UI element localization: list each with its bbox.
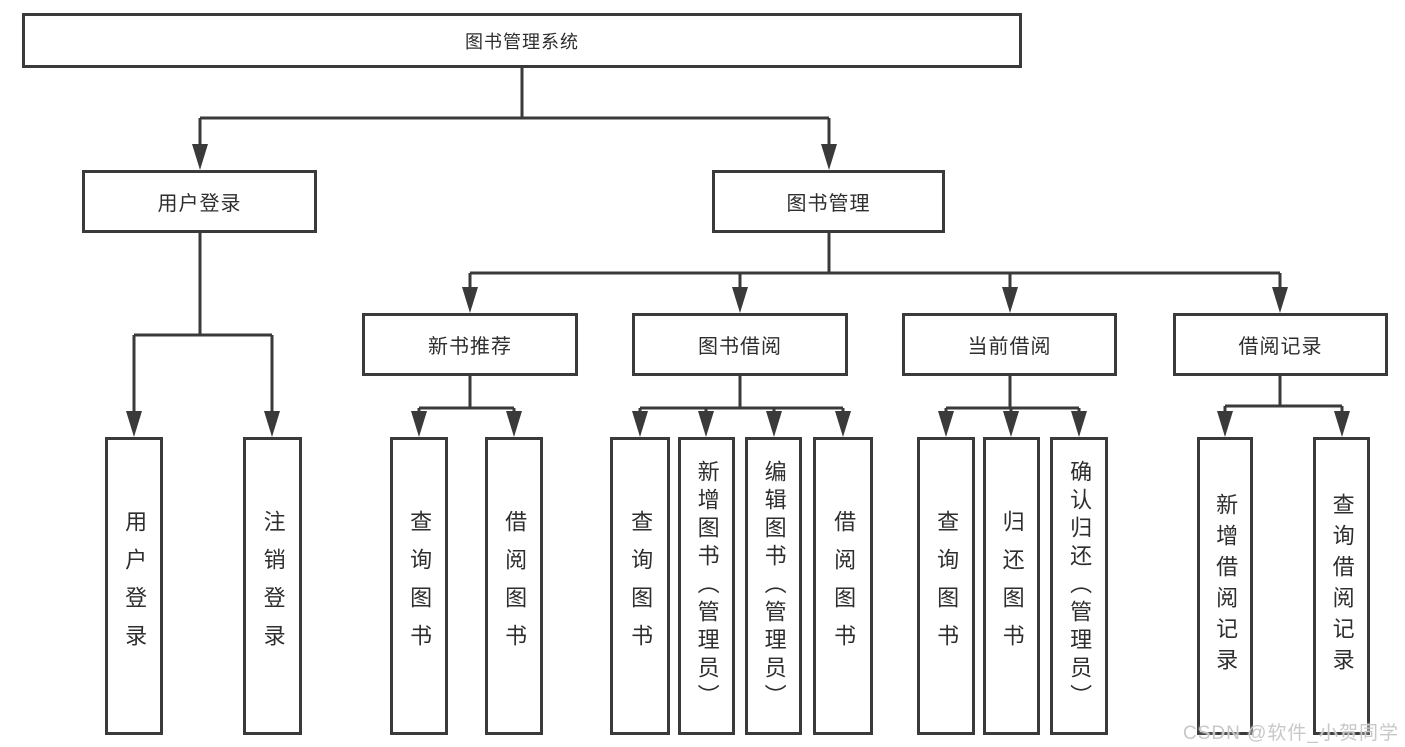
node-user-login-leaf-label: 用户登录 bbox=[122, 510, 148, 662]
node-confirm-return-admin: 确认归还（管理员） bbox=[1050, 437, 1108, 735]
node-edit-book-admin: 编辑图书（管理员） bbox=[745, 437, 802, 735]
node-add-borrow-record: 新增借阅记录 bbox=[1197, 437, 1253, 735]
node-query-books-current: 查询图书 bbox=[917, 437, 975, 735]
node-query-borrow-record: 查询借阅记录 bbox=[1313, 437, 1370, 735]
node-add-borrow-record-label: 新增借阅记录 bbox=[1213, 493, 1239, 679]
connector-borrow-records bbox=[1223, 376, 1344, 419]
node-root: 图书管理系统 bbox=[22, 13, 1022, 68]
node-book-management-label: 图书管理 bbox=[786, 193, 871, 215]
node-borrow-books-leaf: 借阅图书 bbox=[813, 437, 873, 735]
node-current-borrow: 当前借阅 bbox=[902, 313, 1117, 376]
node-user-login: 用户登录 bbox=[82, 170, 317, 233]
node-logout: 注销登录 bbox=[243, 437, 302, 735]
node-user-login-label: 用户登录 bbox=[157, 193, 242, 215]
connector-book-management bbox=[468, 233, 1282, 295]
node-query-books-borrow: 查询图书 bbox=[610, 437, 670, 735]
node-query-borrow-record-label: 查询借阅记录 bbox=[1329, 493, 1355, 679]
node-borrow-books-leaf-label: 借阅图书 bbox=[831, 510, 857, 662]
node-query-books-current-label: 查询图书 bbox=[934, 510, 960, 662]
connector-book-borrow bbox=[638, 376, 845, 419]
node-book-borrow-label: 图书借阅 bbox=[698, 336, 782, 358]
node-add-book-admin: 新增图书（管理员） bbox=[678, 437, 735, 735]
node-new-book-recommend: 新书推荐 bbox=[362, 313, 578, 376]
node-query-books-recommend: 查询图书 bbox=[390, 437, 448, 735]
arrowheads bbox=[126, 144, 1350, 437]
node-return-books: 归还图书 bbox=[983, 437, 1040, 735]
node-query-books-borrow-label: 查询图书 bbox=[628, 510, 654, 662]
node-user-login-leaf: 用户登录 bbox=[105, 437, 163, 735]
node-new-book-recommend-label: 新书推荐 bbox=[428, 336, 512, 358]
node-confirm-return-admin-label: 确认归还（管理员） bbox=[1067, 460, 1093, 712]
node-book-management: 图书管理 bbox=[712, 170, 945, 233]
node-logout-label: 注销登录 bbox=[260, 510, 286, 662]
node-borrow-records-label: 借阅记录 bbox=[1238, 336, 1323, 358]
node-current-borrow-label: 当前借阅 bbox=[967, 336, 1052, 358]
connector-new-book bbox=[417, 376, 516, 419]
node-edit-book-admin-label: 编辑图书（管理员） bbox=[761, 460, 787, 712]
node-book-borrow: 图书借阅 bbox=[632, 313, 848, 376]
connector-user-login bbox=[132, 233, 274, 417]
node-borrow-books-recommend-label: 借阅图书 bbox=[502, 510, 528, 662]
node-return-books-label: 归还图书 bbox=[999, 510, 1025, 662]
watermark: CSDN @软件_小贺同学 bbox=[1183, 723, 1399, 744]
node-borrow-records: 借阅记录 bbox=[1173, 313, 1388, 376]
connector-root bbox=[198, 66, 831, 150]
node-add-book-admin-label: 新增图书（管理员） bbox=[694, 460, 720, 712]
node-borrow-books-recommend: 借阅图书 bbox=[485, 437, 543, 735]
node-root-label: 图书管理系统 bbox=[465, 31, 579, 52]
node-query-books-recommend-label: 查询图书 bbox=[407, 510, 433, 662]
